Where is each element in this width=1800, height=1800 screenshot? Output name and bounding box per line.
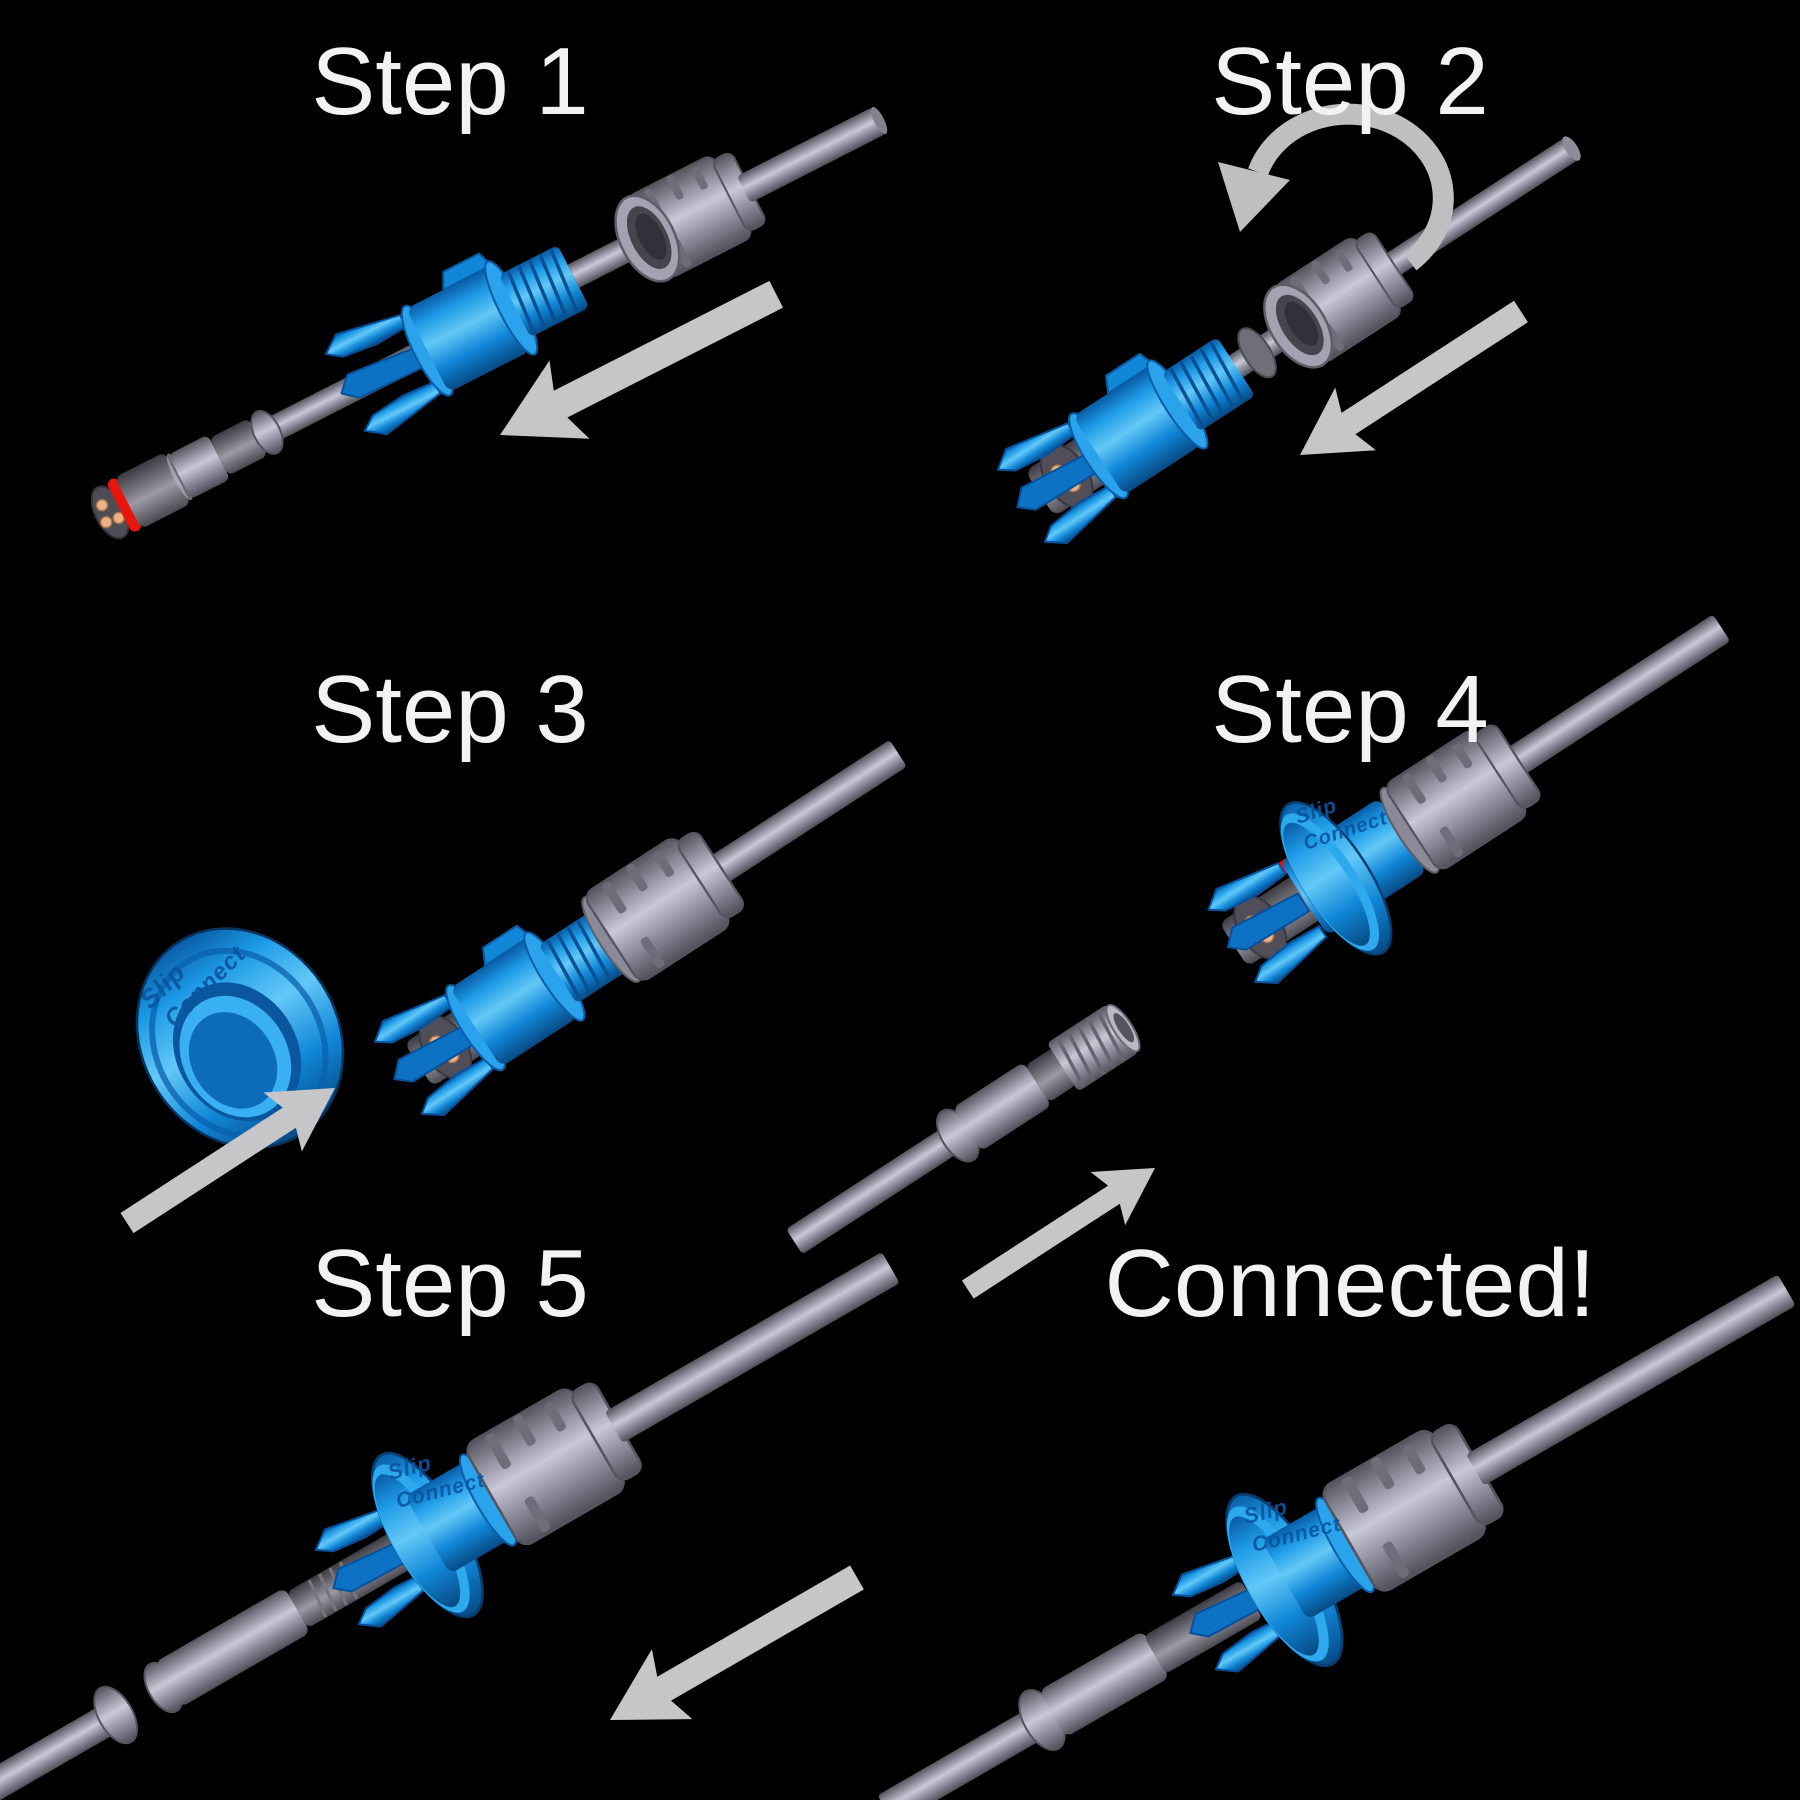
cable <box>738 108 885 202</box>
panel-connected: Slip Connect Connected! <box>879 1200 1800 1800</box>
panel-title: Step 3 <box>311 656 589 763</box>
panel-title: Step 4 <box>1211 656 1489 763</box>
connector-assembly <box>361 741 906 1127</box>
panel-title: Step 2 <box>1211 28 1489 135</box>
step-4-illustration: Slip Connect <box>787 615 1729 1317</box>
panel-title: Step 5 <box>311 1230 589 1337</box>
cable <box>606 1253 899 1442</box>
cable <box>0 1697 131 1800</box>
panel-step-2: Step 2 <box>900 0 1800 600</box>
step-3-illustration: Slip Connect <box>0 741 906 1253</box>
compression-nut <box>1250 225 1418 379</box>
cable <box>1467 1275 1795 1485</box>
connector-assembly <box>879 1275 1795 1800</box>
connected-illustration: Slip Connect <box>879 1275 1795 1800</box>
panel-step-1: Step 1 <box>0 0 900 600</box>
compression-nut <box>602 146 769 292</box>
slide-direction-arrow-icon <box>589 1542 878 1756</box>
connector-housing <box>984 314 1267 555</box>
step-5-illustration: Slip Connect <box>0 1253 899 1800</box>
cable <box>787 1116 977 1253</box>
panel-title: Step 1 <box>311 28 589 135</box>
cable <box>664 741 906 913</box>
cable <box>879 1701 1058 1800</box>
cable <box>1479 615 1729 793</box>
male-plug <box>787 997 1149 1253</box>
connector-assembly <box>1196 615 1729 996</box>
panel-title: Connected! <box>1104 1230 1596 1337</box>
panel-step-4: Slip Connect Step 4 <box>787 600 1800 1317</box>
connector-assembly <box>0 1253 899 1800</box>
grommet <box>1237 327 1277 379</box>
male-plug-with-pins <box>82 399 293 546</box>
step-2-illustration <box>900 103 1581 600</box>
rotate-direction-arrow-icon <box>1218 103 1454 271</box>
panel-step-3: Slip Connect Step 3 <box>0 600 906 1253</box>
step-1-illustration <box>82 106 888 546</box>
panel-step-5: Slip Connect Step 5 <box>0 1200 900 1800</box>
